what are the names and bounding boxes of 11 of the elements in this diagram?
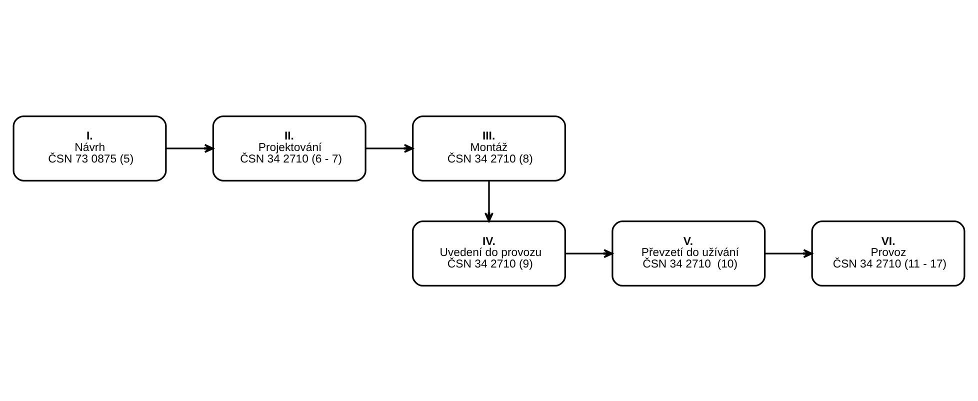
- arrow: [565, 248, 614, 258]
- arrow: [366, 143, 414, 152]
- arrow: [765, 248, 813, 258]
- node-box: II. Projektování ČSN 34 2710 (6 - 7): [212, 114, 366, 181]
- arrow: [166, 143, 214, 152]
- node-box: V. Převzetí do užívání ČSN 34 2710 (10): [612, 220, 766, 286]
- node-box: IV. Uvedení do provozu ČSN 34 2710 (9): [412, 220, 566, 286]
- arrow: [484, 180, 494, 222]
- node-box: VI. Provoz ČSN 34 2710 (11 - 17): [811, 220, 966, 286]
- node-box: I. Návrh ČSN 73 0875 (5): [12, 114, 167, 181]
- node-box: III. Montáž ČSN 34 2710 (8): [412, 114, 566, 181]
